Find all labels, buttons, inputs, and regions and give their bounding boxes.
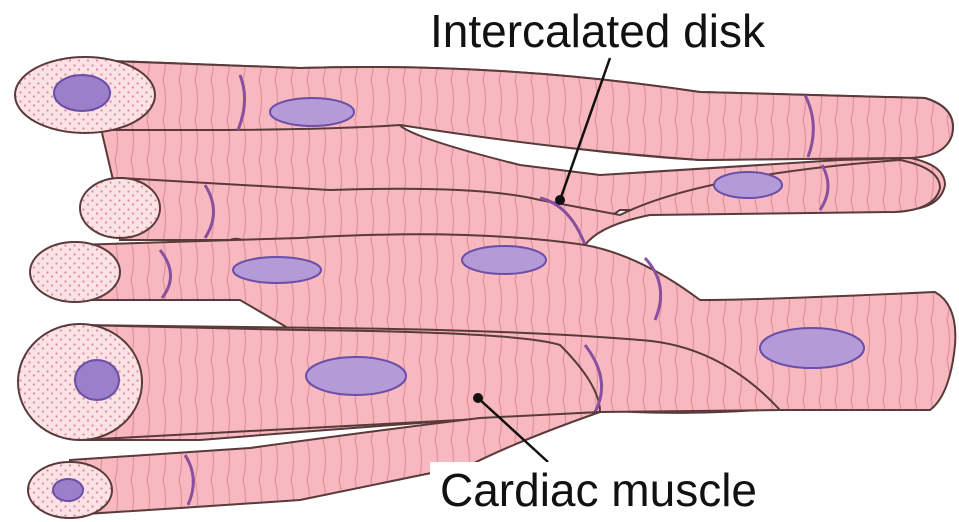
leader-dot-top	[555, 195, 565, 205]
nucleus-cut-bottom	[53, 479, 83, 501]
nucleus-3	[233, 257, 321, 283]
nucleus-cut-top	[54, 75, 110, 111]
nucleus-1	[270, 98, 354, 126]
label-intercalated-disk: Intercalated disk	[430, 5, 766, 57]
nucleus-cut-large	[75, 360, 119, 400]
nucleus-5	[760, 328, 864, 368]
nucleus-6	[306, 357, 406, 395]
leader-dot-bottom	[473, 393, 483, 403]
label-cardiac-muscle: Cardiac muscle	[440, 464, 757, 516]
nucleus-2	[714, 172, 782, 198]
cut-end-second	[80, 178, 160, 238]
nucleus-4	[462, 246, 546, 274]
cut-end-middle	[30, 242, 120, 302]
